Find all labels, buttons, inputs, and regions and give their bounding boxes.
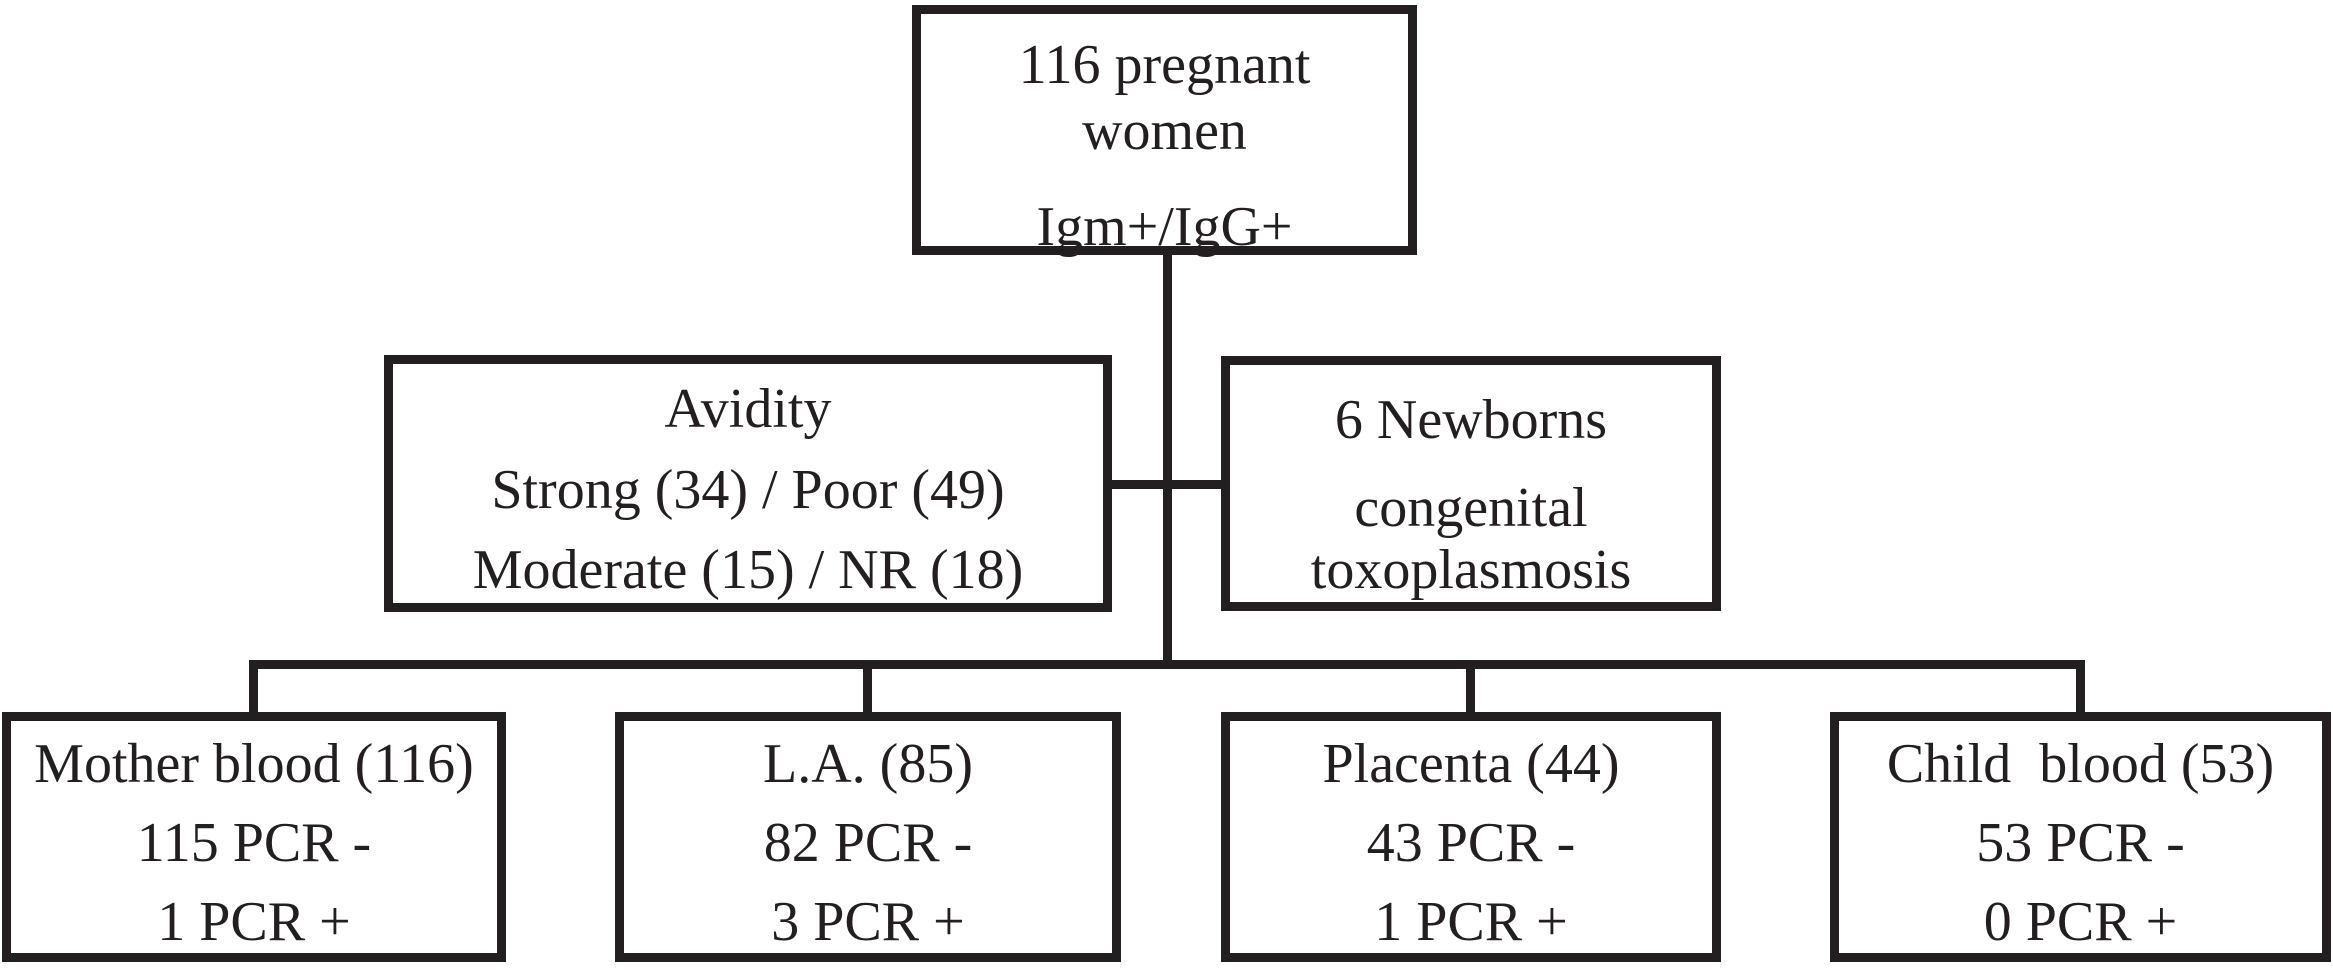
sample-title: L.A. (85) [763, 733, 973, 795]
connector-avidity-newborns [1110, 480, 1223, 489]
sample-box-mother-blood: Mother blood (116) 115 PCR - 1 PCR + [2, 712, 506, 962]
sample-pcr-positive: 3 PCR + [771, 891, 965, 953]
avidity-box: Avidity Strong (34) / Poor (49) Moderate… [384, 355, 1112, 612]
sample-pcr-negative: 43 PCR - [1366, 812, 1576, 874]
newborns-toxoplasmosis: toxoplasmosis [1310, 539, 1632, 601]
root-box-serology: Igm+/IgG+ [1036, 196, 1293, 258]
connector-drop-child-blood [2076, 660, 2085, 714]
newborns-count: 6 Newborns [1334, 389, 1608, 451]
connector-drop-mother-blood [249, 660, 258, 714]
sample-title: Placenta (44) [1322, 733, 1620, 795]
newborns-box: 6 Newborns congenital toxoplasmosis [1221, 356, 1721, 611]
sample-pcr-positive: 0 PCR + [1983, 891, 2178, 953]
sample-pcr-negative: 82 PCR - [763, 812, 973, 874]
sample-title: Child blood (53) [1886, 733, 2275, 795]
root-box-line-1: 116 pregnant [1018, 34, 1311, 96]
avidity-moderate-nr: Moderate (15) / NR (18) [472, 539, 1024, 601]
newborns-congenital: congenital [1354, 477, 1588, 539]
sample-box-la: L.A. (85) 82 PCR - 3 PCR + [615, 712, 1121, 962]
avidity-title: Avidity [664, 378, 832, 440]
connector-distributor-rail [249, 660, 2085, 669]
sample-pcr-positive: 1 PCR + [157, 891, 351, 953]
sample-pcr-positive: 1 PCR + [1374, 891, 1568, 953]
sample-pcr-negative: 53 PCR - [1976, 812, 2185, 874]
connector-drop-la [863, 660, 872, 714]
root-box-pregnant-women: 116 pregnant women Igm+/IgG+ [912, 5, 1417, 258]
sample-box-placenta: Placenta (44) 43 PCR - 1 PCR + [1221, 712, 1721, 962]
connector-drop-placenta [1466, 660, 1475, 714]
connector-root-stem [1163, 255, 1172, 665]
sample-pcr-negative: 115 PCR - [136, 812, 372, 874]
sample-title: Mother blood (116) [34, 733, 474, 795]
sample-box-child-blood: Child blood (53) 53 PCR - 0 PCR + [1830, 712, 2331, 962]
root-box-line-2: women [1082, 100, 1247, 162]
avidity-strong-poor: Strong (34) / Poor (49) [491, 458, 1005, 521]
